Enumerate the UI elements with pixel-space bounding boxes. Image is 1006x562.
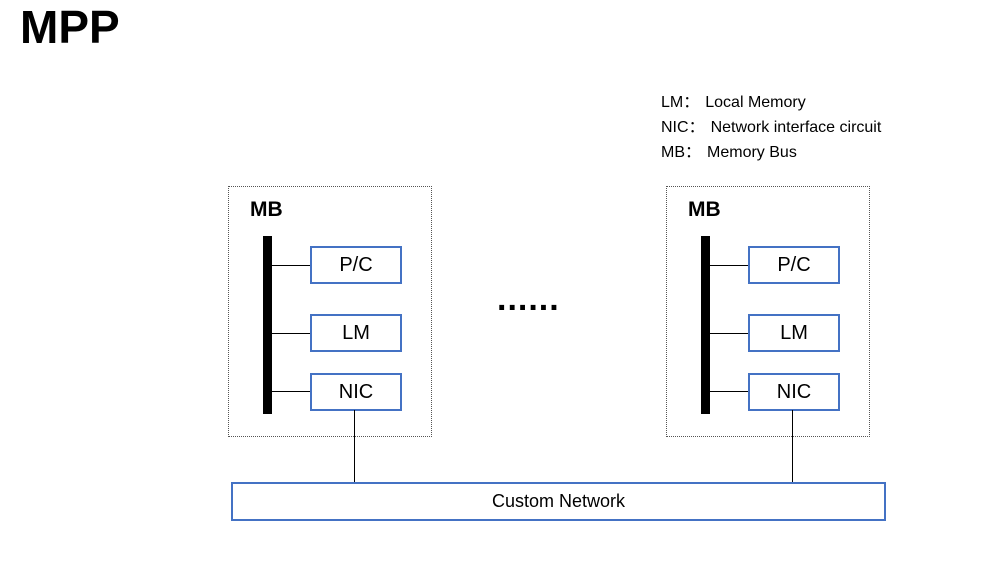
legend-abbr: MB [661, 144, 685, 161]
more-nodes-ellipsis: ...... [497, 280, 560, 318]
legend-desc: Local Memory [705, 94, 806, 111]
memory-bus-label: MB [250, 198, 283, 221]
legend-separator: ： [683, 94, 700, 111]
memory-bus-bar [263, 236, 272, 414]
legend-abbr: LM [661, 94, 684, 111]
legend-item-mb: MB： Memory Bus [661, 140, 881, 165]
bus-connector-line [710, 391, 748, 392]
page-title: MPP [20, 1, 120, 53]
memory-bus-bar [701, 236, 710, 414]
processor-node-1: MB P/C LM NIC [228, 186, 432, 437]
memory-bus-label: MB [688, 198, 721, 221]
local-memory-box: LM [748, 314, 840, 352]
custom-network-box: Custom Network [231, 482, 886, 521]
local-memory-box: LM [310, 314, 402, 352]
processor-cache-box: P/C [748, 246, 840, 284]
legend: LM：Local Memory NIC：Network interface ci… [661, 90, 881, 165]
processor-node-2: MB P/C LM NIC [666, 186, 870, 437]
bus-connector-line [272, 333, 310, 334]
bus-connector-line [710, 265, 748, 266]
network-interface-box: NIC [748, 373, 840, 411]
legend-abbr: NIC [661, 119, 689, 136]
legend-desc: Network interface circuit [710, 119, 882, 136]
nic-network-link-line [354, 410, 355, 483]
legend-item-nic: NIC： Network interface circuit [661, 115, 881, 140]
legend-separator: ： [685, 144, 702, 161]
legend-item-lm: LM： Local Memory [661, 90, 881, 115]
network-interface-box: NIC [310, 373, 402, 411]
bus-connector-line [710, 333, 748, 334]
legend-desc: Memory Bus [707, 144, 797, 161]
bus-connector-line [272, 391, 310, 392]
processor-cache-box: P/C [310, 246, 402, 284]
legend-separator: ： [688, 119, 705, 136]
nic-network-link-line [792, 410, 793, 483]
bus-connector-line [272, 265, 310, 266]
